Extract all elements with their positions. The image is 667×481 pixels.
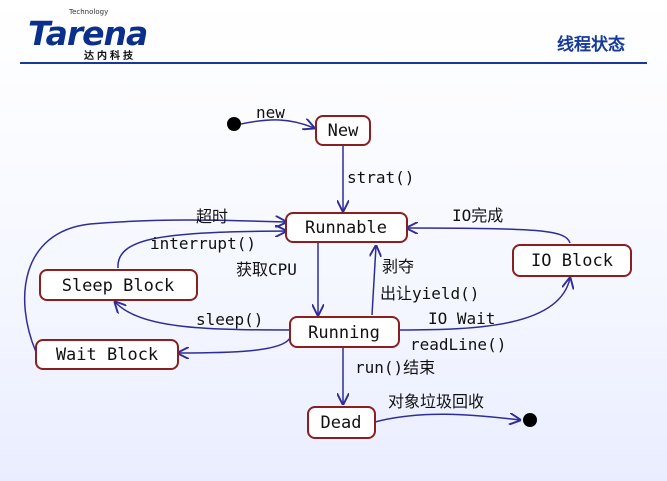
end-point (523, 413, 537, 427)
edge-io-done (407, 228, 571, 244)
label-run-end: run()结束 (355, 358, 435, 377)
label-sleep: sleep() (196, 310, 263, 329)
edge-sleep (115, 302, 291, 331)
node-sleep-block: Sleep Block (39, 269, 198, 301)
label-start: strat() (347, 168, 414, 187)
tarena-logo: Technology Tarena 达内科技 (20, 8, 190, 62)
node-wait-block-label: Wait Block (56, 345, 158, 365)
node-runnable: Runnable (285, 212, 408, 243)
logo-wordmark: Tarena (28, 14, 148, 53)
logo-subtitle: 达内科技 (84, 51, 136, 62)
node-sleep-block-label: Sleep Block (62, 276, 175, 296)
label-interrupt: interrupt() (150, 234, 256, 253)
node-running: Running (289, 316, 400, 348)
node-new: New (315, 115, 371, 146)
node-io-block-label: IO Block (531, 251, 613, 271)
label-timeout: 超时 (196, 207, 228, 226)
edge-interrupt (117, 231, 286, 269)
node-io-block: IO Block (512, 244, 632, 277)
node-dead: Dead (307, 406, 376, 439)
edge-io-wait (398, 278, 570, 331)
node-dead-label: Dead (321, 413, 362, 433)
label-io-done: IO完成 (452, 206, 503, 225)
node-new-label: New (328, 121, 359, 141)
header-divider (20, 62, 647, 64)
node-wait-block: Wait Block (35, 339, 179, 370)
edge-wait (178, 337, 291, 353)
edge-gc (374, 414, 520, 422)
logo-technology-text: Technology (69, 8, 109, 16)
edge-timeout (24, 220, 286, 353)
label-io-wait: IO Wait (428, 309, 495, 328)
edge-yield (372, 246, 376, 316)
label-readline: readLine() (410, 335, 506, 354)
node-runnable-label: Runnable (305, 218, 387, 238)
start-point (227, 117, 241, 131)
label-gc: 对象垃圾回收 (388, 392, 484, 411)
header: Technology Tarena 达内科技 线程状态 (0, 0, 667, 64)
node-running-label: Running (308, 323, 380, 343)
label-preempt: 剥夺 (382, 257, 414, 276)
label-get-cpu: 获取CPU (236, 260, 297, 279)
label-yield: 出让yield() (380, 284, 479, 303)
label-new: new (256, 103, 285, 122)
slide-title: 线程状态 (557, 35, 625, 55)
edge-new (240, 120, 314, 128)
